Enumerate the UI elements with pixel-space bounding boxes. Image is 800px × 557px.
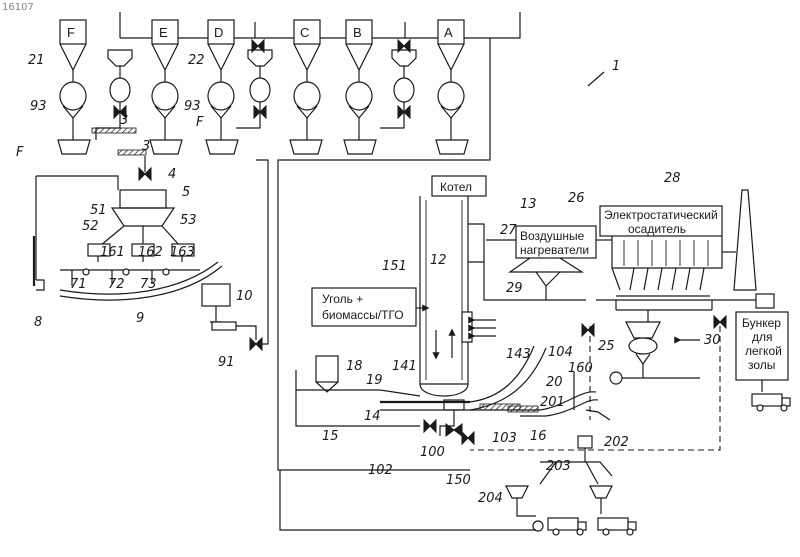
ref-201: 201 <box>540 395 565 410</box>
precipitator-label-line2: осадитель <box>628 222 686 236</box>
boiler-section: Котел Уголь + биомассы/ТГО Воздушные наг… <box>312 176 612 436</box>
silo-label: C <box>300 25 309 40</box>
ref-202: 202 <box>604 435 629 450</box>
ref-150: 150 <box>446 473 471 488</box>
chimney <box>734 190 756 290</box>
ref-203: 203 <box>546 459 571 474</box>
silo-c: C <box>294 20 320 128</box>
ash-bunker-line4: золы <box>748 358 775 372</box>
fuel-label-line1: Уголь + <box>322 292 363 306</box>
ref-151: 151 <box>382 259 407 274</box>
ref-204: 204 <box>478 491 503 506</box>
ref-26: 26 <box>568 191 585 206</box>
ref-93: 93 <box>30 99 47 114</box>
ref-18: 18 <box>346 359 363 374</box>
ref-9: 9 <box>136 311 144 326</box>
ref-161: 161 <box>100 245 125 260</box>
truck-icon <box>752 394 790 411</box>
ref-162: 162 <box>138 245 163 260</box>
silo-label: E <box>159 25 168 40</box>
side-letter-f: F <box>196 115 204 130</box>
ref-52: 52 <box>82 219 99 234</box>
air-heater-label-line1: Воздушные <box>520 229 585 243</box>
ref-12: 12 <box>430 253 447 268</box>
ref-163: 163 <box>170 245 195 260</box>
bin-5 <box>120 190 166 208</box>
ref-19: 19 <box>366 373 383 388</box>
boiler-label: Котел <box>440 180 472 194</box>
ash-bunker-line2: для <box>752 330 773 344</box>
ref-143: 143 <box>506 347 531 362</box>
ref-29: 29 <box>506 281 523 296</box>
ref-10: 10 <box>236 289 253 304</box>
silo-d: D <box>208 20 234 128</box>
ref-91: 91 <box>218 355 235 370</box>
ref-13: 13 <box>520 197 537 212</box>
truck-icon <box>548 518 586 535</box>
ref-20: 20 <box>546 375 563 390</box>
silo-label: A <box>444 25 453 40</box>
side-letter-f: F <box>16 145 24 160</box>
silo-a: A <box>438 20 464 128</box>
truck-icon <box>598 518 636 535</box>
ref-30: 30 <box>704 333 721 348</box>
silo-label: D <box>214 25 223 40</box>
ref-51: 51 <box>90 203 107 218</box>
ref-22: 22 <box>188 53 205 68</box>
corner-id: 16107 <box>2 2 34 13</box>
ref-3: 3 <box>120 113 128 128</box>
fuel-label-line2: биомассы/ТГО <box>322 308 404 322</box>
silo-label: B <box>353 25 362 40</box>
ash-bunker-line3: легкой <box>745 344 782 358</box>
ref-21: 21 <box>28 53 45 68</box>
ash-bunker-line1: Бункер <box>742 316 781 330</box>
ref-15: 15 <box>322 429 339 444</box>
ref-25: 25 <box>598 339 615 354</box>
ref-14: 14 <box>364 409 381 424</box>
silo-b: B <box>346 20 372 128</box>
precipitator-label-line1: Электростатический <box>604 208 718 222</box>
ref-103: 103 <box>492 431 517 446</box>
ref-1: 1 <box>612 59 620 74</box>
silo-e: E <box>152 20 178 128</box>
bin-18 <box>316 356 338 382</box>
numerals: 1 21 22 93 93 3 3 F F 4 5 51 52 53 161 1… <box>16 53 721 506</box>
ref-160: 160 <box>568 361 593 376</box>
ref-141: 141 <box>392 359 417 374</box>
ref-73: 73 <box>140 277 157 292</box>
ref-102: 102 <box>368 463 393 478</box>
ref-100: 100 <box>420 445 445 460</box>
silo-f: F <box>60 20 86 128</box>
ref-71: 71 <box>70 277 87 292</box>
ref-8: 8 <box>34 315 42 330</box>
ref-27: 27 <box>500 223 517 238</box>
ref-4: 4 <box>168 167 176 182</box>
bin-10 <box>202 284 230 306</box>
bottom-section <box>280 316 726 535</box>
ref-104: 104 <box>548 345 573 360</box>
ref-5: 5 <box>182 185 190 200</box>
silo-label: F <box>67 25 75 40</box>
air-heater-label-line2: нагреватели <box>520 243 589 257</box>
ref-93: 93 <box>184 99 201 114</box>
conveyor-3 <box>92 128 136 133</box>
ref-53: 53 <box>180 213 197 228</box>
ref-72: 72 <box>108 277 125 292</box>
ref-3: 3 <box>142 139 150 154</box>
ref-16: 16 <box>530 429 547 444</box>
ref-28: 28 <box>664 171 681 186</box>
